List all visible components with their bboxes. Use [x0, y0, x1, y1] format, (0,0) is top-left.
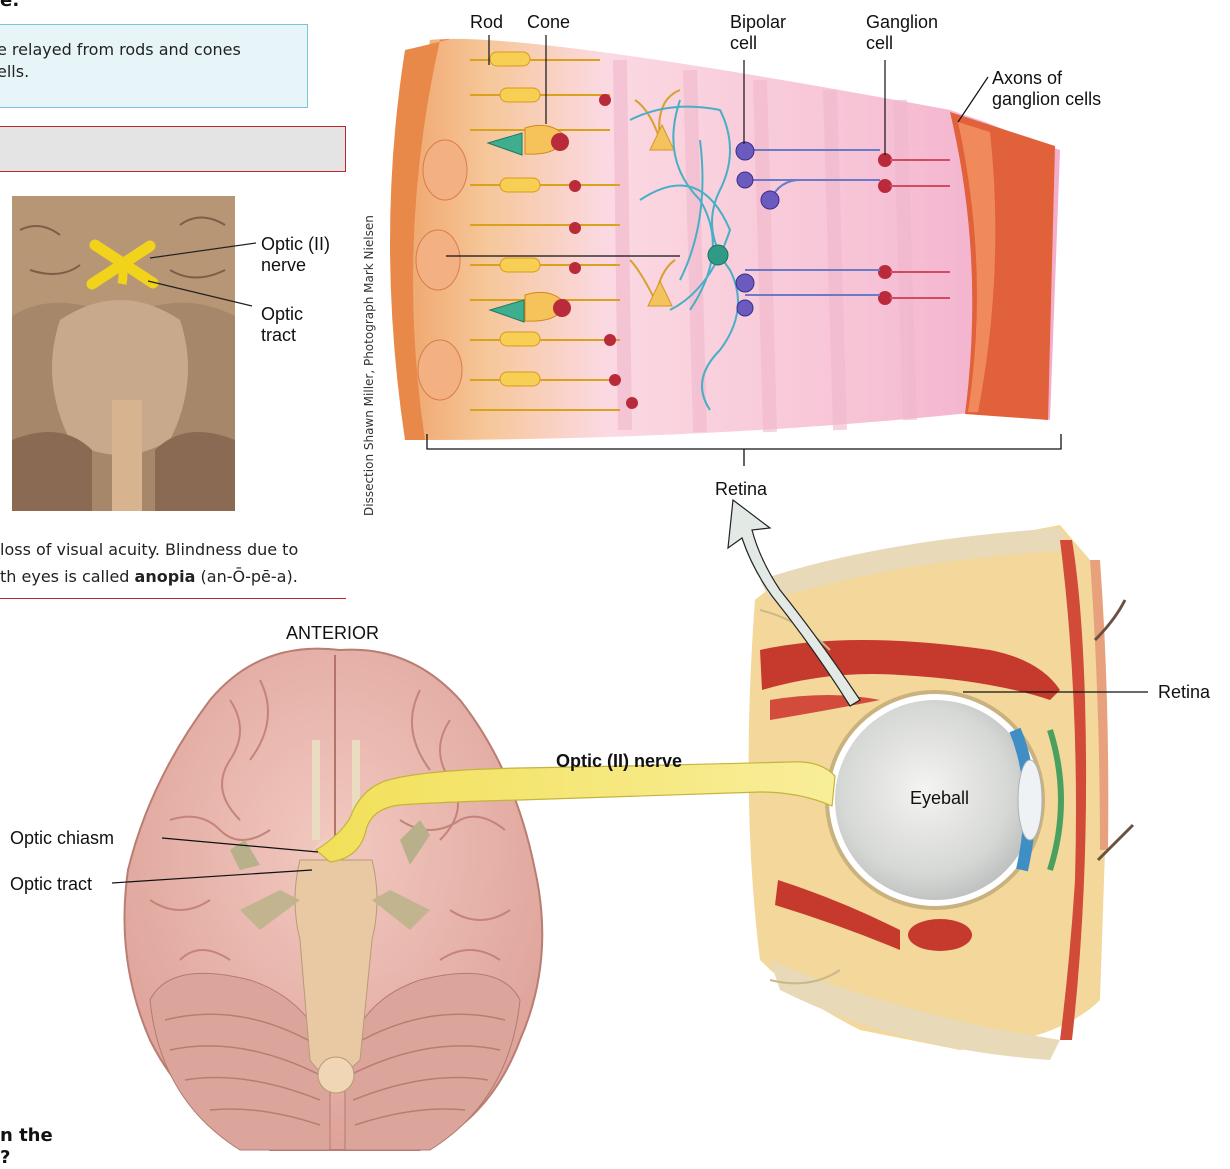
brain-inferior-view	[124, 649, 542, 1150]
retina-layers-illustration	[390, 39, 1060, 440]
photo-label-optic-tract: Optic tract	[261, 304, 303, 346]
photo-credit: Dissection Shawn Miller, Photograph Mark…	[362, 186, 378, 516]
label-optic-nerve: Optic (II) nerve	[556, 751, 682, 772]
label-rod: Rod	[470, 12, 503, 33]
bottom-fragment-line-1: n the	[0, 1125, 53, 1147]
paragraph-line-1: loss of visual acuity. Blindness due to	[0, 536, 298, 563]
axons-leader	[958, 77, 988, 122]
top-heading-fragment: e:	[0, 0, 19, 11]
label-optic-tract: Optic tract	[10, 874, 92, 895]
section-header-bar	[0, 126, 346, 172]
paragraph-line-2-start: th eyes is called	[0, 567, 135, 586]
paragraph-line-2-end: (an-Ō-pē-a).	[195, 567, 297, 586]
anopia-term: anopia	[135, 567, 196, 586]
body-paragraph: loss of visual acuity. Blindness due to …	[0, 536, 298, 590]
label-cone: Cone	[527, 12, 570, 33]
bottom-fragment-line-2: ?	[0, 1147, 53, 1169]
bottom-question-fragment: n the ?	[0, 1125, 53, 1169]
info-callout: e relayed from rods and cones ells.	[0, 24, 308, 108]
callout-line-1: e relayed from rods and cones	[0, 39, 307, 61]
label-axons-of-ganglion-cells: Axons of ganglion cells	[992, 68, 1101, 110]
photo-label-optic-nerve: Optic (II) nerve	[261, 234, 330, 276]
label-optic-chiasm: Optic chiasm	[10, 828, 114, 849]
label-eye-retina: Retina	[1158, 682, 1210, 703]
callout-line-2: ells.	[0, 61, 307, 83]
label-eyeball: Eyeball	[910, 788, 969, 809]
label-anterior: ANTERIOR	[286, 623, 379, 644]
label-bipolar-cell: Bipolar cell	[730, 12, 786, 54]
paragraph-line-2: th eyes is called anopia (an-Ō-pē-a).	[0, 563, 298, 590]
label-ganglion-cell: Ganglion cell	[866, 12, 938, 54]
section-divider	[0, 598, 346, 599]
brain-dissection-photo	[12, 196, 235, 511]
label-retina-bracket: Retina	[715, 479, 767, 500]
